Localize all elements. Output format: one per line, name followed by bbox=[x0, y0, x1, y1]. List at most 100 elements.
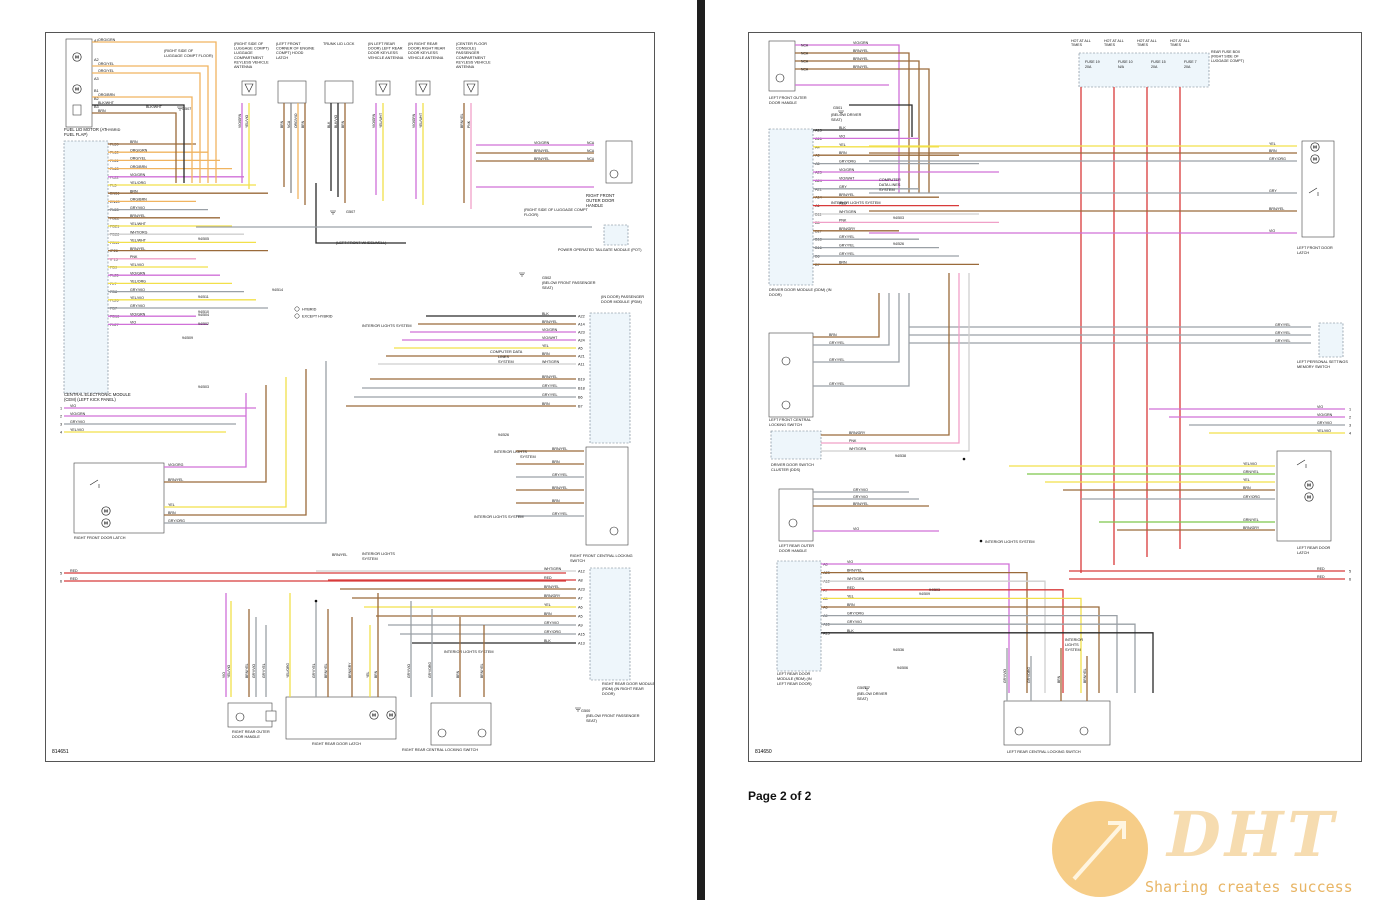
label-right-front-central-locking: RIGHT FRONT CENTRAL LOCKING bbox=[570, 554, 633, 558]
label-rdm: LEFT REAR DOOR) bbox=[777, 682, 812, 686]
motor-icon-label: M bbox=[75, 87, 79, 93]
wire-code: BLK bbox=[839, 126, 846, 130]
label-top-device: (CENTER FLOOR bbox=[456, 42, 487, 46]
label-rdm: DOOR) bbox=[602, 692, 615, 696]
wire-code: YEL/WHT bbox=[130, 239, 147, 243]
handle-wire bbox=[795, 44, 900, 193]
wire-code: BRN bbox=[1057, 675, 1061, 683]
left-front-central-locking-switch bbox=[768, 332, 814, 418]
label-interior-lights: INTERIOR LIGHTS SYSTEM bbox=[362, 324, 412, 328]
pin-label: B1 bbox=[94, 89, 99, 93]
connector-label: 94/506 bbox=[897, 666, 908, 670]
antenna-icon bbox=[241, 80, 257, 96]
ground-icon bbox=[864, 686, 870, 691]
label-right-rear-outer-handle: DOOR HANDLE bbox=[232, 735, 260, 739]
left-front-door-latch bbox=[1301, 140, 1335, 238]
wire-code: YEL/VIO bbox=[70, 428, 84, 432]
label-data-lines: DATA LINES bbox=[879, 183, 901, 187]
rdm-pin: A8 bbox=[578, 579, 583, 583]
wire-code: BLK bbox=[847, 629, 854, 633]
wire-code: BLK/WHT bbox=[98, 101, 115, 105]
rear-fuse-box bbox=[1078, 52, 1210, 88]
wire-code: YEL bbox=[542, 344, 549, 348]
motor-icon bbox=[101, 506, 111, 516]
ground-wire bbox=[849, 104, 913, 137]
label-rdm: MODULE (RDM) (IN bbox=[777, 677, 812, 681]
label-top-device: DOOR KEYLESS bbox=[408, 51, 438, 55]
wire-code: YEL/WHT bbox=[419, 113, 423, 128]
wire-code: VIO bbox=[130, 321, 136, 325]
side-tap-number: 5 bbox=[60, 572, 62, 576]
wire-code: BRN/YEL bbox=[130, 247, 145, 251]
wire-code: YEL bbox=[1243, 478, 1250, 482]
wire-code: BRN bbox=[168, 511, 176, 515]
label-top-device: CONSOLE) bbox=[456, 47, 477, 51]
side-tap-number: 1 bbox=[60, 407, 62, 411]
rdm-pin: A9 bbox=[578, 624, 583, 628]
figure-id-2: 814650 bbox=[755, 749, 772, 755]
pdm-pin: A23 bbox=[578, 331, 585, 335]
wire-code: VIO bbox=[222, 672, 226, 678]
wire-code: ORG/BRN bbox=[130, 198, 147, 202]
motor-icon bbox=[386, 710, 396, 720]
ground-icon bbox=[575, 707, 581, 712]
wire-code: PNK bbox=[849, 439, 857, 443]
label-rdm: RIGHT REAR DOOR MODULE bbox=[602, 682, 654, 686]
figure-id-1: 814651 bbox=[52, 749, 69, 755]
lock-switch-icon bbox=[1079, 726, 1089, 736]
fuse-rating: N/A bbox=[1118, 65, 1125, 69]
latch-wire bbox=[164, 393, 247, 468]
wire-code: YEL bbox=[544, 603, 551, 607]
latch-wire bbox=[164, 377, 287, 508]
wire-code: BRN/YEL bbox=[324, 663, 328, 678]
ground-note: (BELOW DRIVER bbox=[857, 692, 888, 696]
wire-code: RED bbox=[544, 576, 552, 580]
wire-code: NCA bbox=[287, 120, 291, 128]
pdm-pin: A24 bbox=[578, 339, 585, 343]
rdm-wire bbox=[821, 623, 1136, 693]
label-top-device: DOOR) RIGHT REAR bbox=[408, 47, 445, 51]
wire-code: VIO/GRN bbox=[839, 168, 855, 172]
right-rear-door-latch bbox=[285, 696, 397, 740]
wire-code: BRN/YEL bbox=[1269, 207, 1284, 211]
label-top-device: PASSENGER bbox=[456, 51, 480, 55]
rdm-wire bbox=[821, 563, 1010, 693]
ground-note: LUGGAGE COMPT FLOOR) bbox=[164, 54, 214, 58]
wire-code: YEL/WHT bbox=[379, 113, 383, 128]
wire-code: BRN/YEL bbox=[168, 478, 183, 482]
fuel-lid-wire bbox=[92, 72, 201, 183]
nca-label: NCA bbox=[801, 52, 809, 56]
ground-id: G501 bbox=[857, 686, 866, 690]
pdm-pin: A14 bbox=[578, 323, 585, 327]
label-interior-lights: INTERIOR LIGHTS SYSTEM bbox=[831, 201, 881, 205]
wire-code: ORG/BRN bbox=[130, 165, 147, 169]
fuel-lid-wire bbox=[92, 96, 193, 183]
cem-module bbox=[63, 140, 109, 394]
wire-code: BLK/VIO bbox=[334, 114, 338, 128]
fuse-hot-label: TIMES bbox=[1104, 43, 1116, 47]
wire-code: YEL/VIO bbox=[130, 296, 144, 300]
wire-code: RED bbox=[1317, 567, 1325, 571]
wire-code: RED bbox=[839, 202, 847, 206]
wire-code: VIO bbox=[853, 527, 859, 531]
rdm-wire bbox=[821, 571, 1028, 693]
wire-code: GRY/VIO bbox=[130, 288, 145, 292]
wire-code: BRN bbox=[280, 120, 284, 128]
wire-code: BRN/YEL bbox=[839, 193, 854, 197]
wire-code: GRY/ORG bbox=[544, 630, 561, 634]
ground-id: G501 bbox=[833, 106, 842, 110]
motor-icon bbox=[1310, 154, 1320, 164]
lock-switch-wire bbox=[813, 293, 890, 346]
wire-code: ORG/VIO bbox=[294, 113, 298, 128]
label-top-device: (IN LEFT REAR bbox=[368, 42, 395, 46]
label-top-device: LUGGAGE bbox=[234, 51, 253, 55]
motor-icon bbox=[101, 518, 111, 528]
wire-code: BLK bbox=[327, 121, 331, 128]
wire-code: YEL bbox=[839, 143, 846, 147]
connector-label: 94/503 bbox=[198, 385, 209, 389]
wire-code: ORG/YEL bbox=[130, 157, 146, 161]
label-top-device: (LEFT FRONT bbox=[276, 42, 301, 46]
fuse-name: FUSE 15 bbox=[1151, 60, 1166, 64]
handle-wire bbox=[795, 68, 930, 193]
wire-code: RED bbox=[1317, 575, 1325, 579]
